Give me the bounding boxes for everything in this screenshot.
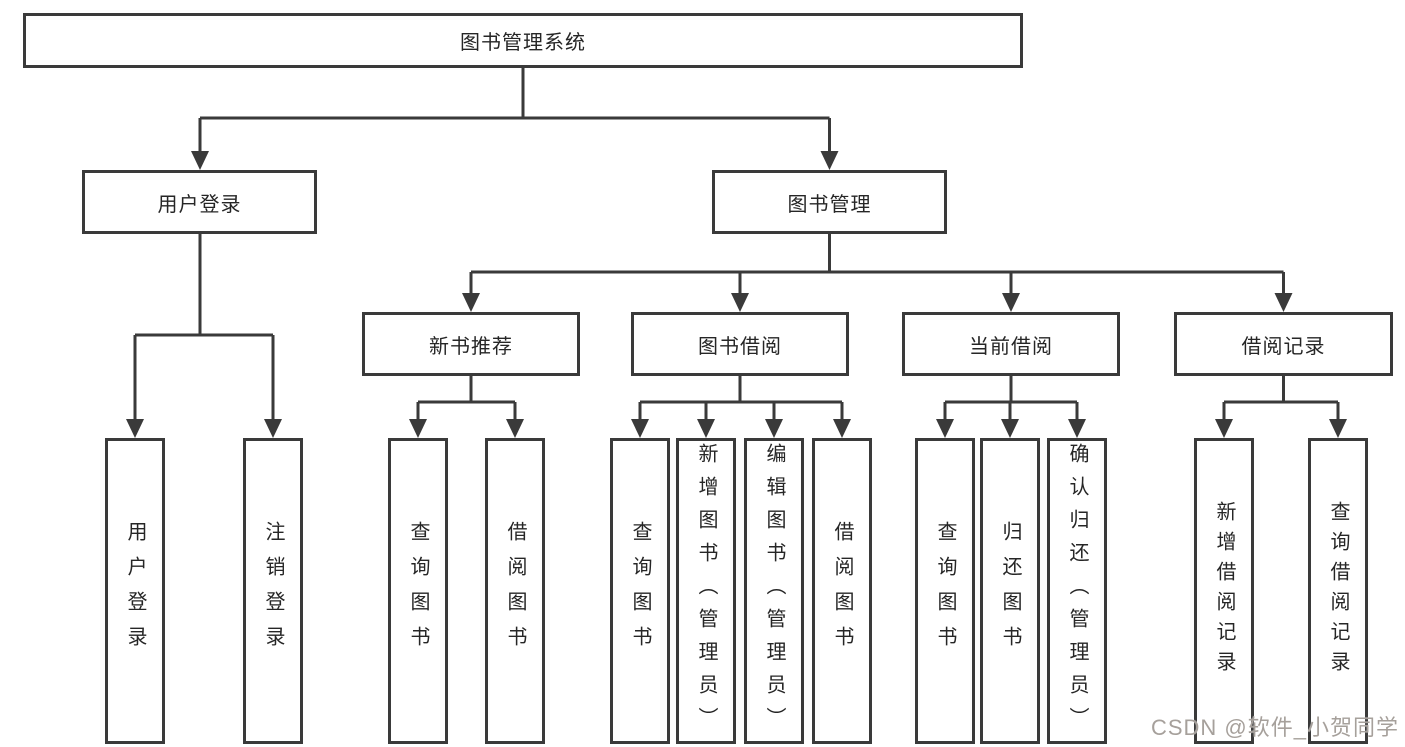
leaf-query-books-current: 查询图书 <box>915 438 975 744</box>
node-book-borrow: 图书借阅 <box>631 312 849 376</box>
leaf-label: 查询图书 <box>407 521 429 661</box>
leaf-label: 查询图书 <box>934 521 956 661</box>
leaf-label: 新增借阅记录 <box>1213 501 1235 681</box>
node-new-book-recommend: 新书推荐 <box>362 312 580 376</box>
leaf-label: 确认归还（管理员） <box>1066 442 1088 740</box>
node-label: 当前借阅 <box>969 335 1053 358</box>
node-label: 图书借阅 <box>698 335 782 358</box>
leaf-label: 查询借阅记录 <box>1327 501 1349 681</box>
node-label: 用户登录 <box>157 193 242 216</box>
leaf-label: 归还图书 <box>999 521 1021 661</box>
csdn-watermark: CSDN @软件_小贺同学 <box>1150 715 1399 740</box>
leaf-return-books: 归还图书 <box>980 438 1040 744</box>
leaf-query-books-borrow: 查询图书 <box>610 438 670 744</box>
leaf-borrow-books-recommend: 借阅图书 <box>485 438 545 744</box>
node-label: 借阅记录 <box>1241 335 1326 358</box>
leaf-label: 借阅图书 <box>504 521 526 661</box>
leaf-label: 查询图书 <box>629 521 651 661</box>
node-borrow-records: 借阅记录 <box>1174 312 1393 376</box>
leaf-add-books-admin: 新增图书（管理员） <box>676 438 736 744</box>
leaf-label: 用户登录 <box>124 521 146 661</box>
node-label: 新书推荐 <box>429 335 513 358</box>
leaf-confirm-return-admin: 确认归还（管理员） <box>1047 438 1107 744</box>
leaf-add-borrow-record: 新增借阅记录 <box>1194 438 1254 744</box>
leaf-user-login: 用户登录 <box>105 438 165 744</box>
node-label: 图书管理 <box>787 193 872 216</box>
node-book-management: 图书管理 <box>712 170 947 234</box>
leaf-label: 注销登录 <box>262 521 284 661</box>
leaf-query-borrow-record: 查询借阅记录 <box>1308 438 1368 744</box>
leaf-label: 新增图书（管理员） <box>695 442 717 740</box>
leaf-edit-books-admin: 编辑图书（管理员） <box>744 438 804 744</box>
arrowheads <box>126 151 1347 438</box>
leaf-query-books-recommend: 查询图书 <box>388 438 448 744</box>
node-user-login: 用户登录 <box>82 170 317 234</box>
node-label: 图书管理系统 <box>460 32 586 54</box>
leaf-borrow-books: 借阅图书 <box>812 438 872 744</box>
leaf-label: 借阅图书 <box>831 521 853 661</box>
leaf-label: 编辑图书（管理员） <box>763 442 785 740</box>
node-library-management-system: 图书管理系统 <box>23 13 1023 68</box>
leaf-logout: 注销登录 <box>243 438 303 744</box>
node-current-borrow: 当前借阅 <box>902 312 1120 376</box>
